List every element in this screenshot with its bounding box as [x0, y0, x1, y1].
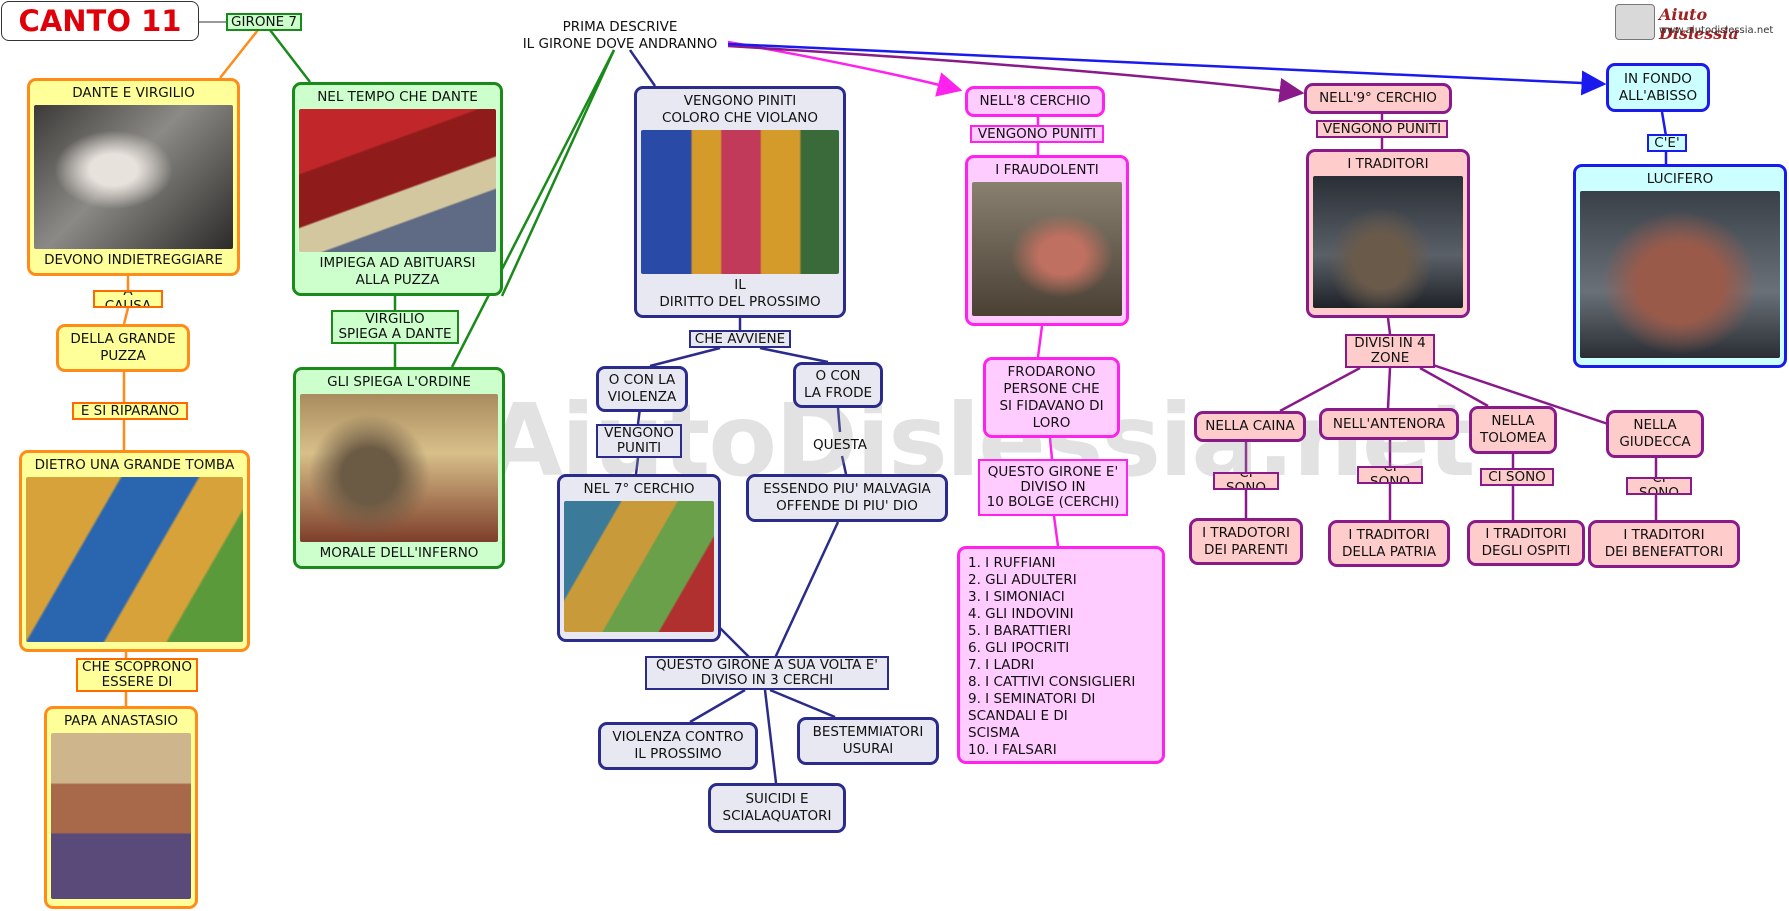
node-tempo: NEL TEMPO CHE DANTE IMPIEGA AD ABITUARSI… — [292, 82, 503, 296]
illustration-tempo — [299, 109, 496, 252]
node-tre-cerchi: QUESTO GIRONE A SUA VOLTA E' DIVISO IN 3… — [645, 656, 889, 690]
illustration-traditori — [1313, 176, 1463, 308]
node-con-frode: O CON LA FRODE — [793, 362, 883, 408]
illustration-anastasio — [51, 733, 191, 899]
node-fondo-abisso: IN FONDO ALL'ABISSO — [1606, 63, 1710, 112]
node-fraudolenti: I FRAUDOLENTI — [965, 155, 1129, 326]
caption: VENGONO PINITI COLORO CHE VIOLANO — [661, 93, 819, 126]
caption: GLI SPIEGA L'ORDINE — [327, 374, 471, 390]
list-item: 4. GLI INDOVINI — [968, 606, 1074, 622]
illustration-violano — [641, 130, 839, 274]
node-ci-sono: CI SONO — [1626, 477, 1692, 495]
node-trad-benefattori: I TRADITORI DEI BENEFATTORI — [1588, 520, 1740, 568]
node-vengono-puniti-7: VENGONO PUNITI — [596, 424, 682, 458]
list-item: 7. I LADRI — [968, 657, 1035, 673]
caption: IL DIRITTO DEL PROSSIMO — [659, 277, 821, 310]
node-virgilio-spiega: VIRGILIO SPIEGA A DANTE — [331, 310, 459, 344]
node-che-avviene: CHE AVVIENE — [689, 330, 791, 348]
node-questa: QUESTA — [812, 436, 868, 453]
bolge-list: 1. I RUFFIANI 2. GLI ADULTERI 3. I SIMON… — [957, 546, 1165, 764]
node-girone7: GIRONE 7 — [226, 13, 302, 31]
caption: PAPA ANASTASIO — [63, 713, 179, 729]
illustration-dante-virgilio — [34, 105, 233, 249]
node-malvagia: ESSENDO PIU' MALVAGIA OFFENDE DI PIU' DI… — [746, 474, 948, 522]
node-antenora: NELL'ANTENORA — [1319, 408, 1459, 440]
node-con-violenza: O CON LA VIOLENZA — [596, 366, 688, 412]
node-a-causa: A CAUSA — [93, 290, 163, 308]
node-scoprono: CHE SCOPRONO ESSERE DI — [76, 658, 198, 692]
caption: I TRADITORI — [1347, 156, 1429, 172]
node-nono: NELL'9° CERCHIO — [1304, 83, 1452, 114]
list-item: 3. I SIMONIACI — [968, 589, 1065, 605]
node-frodarono: FRODARONO PERSONE CHE SI FIDAVANO DI LOR… — [983, 357, 1120, 438]
node-settimo: NEL 7° CERCHIO — [557, 474, 721, 642]
logo-badge — [1615, 4, 1655, 40]
caption: IMPIEGA AD ABITUARSI ALLA PUZZA — [319, 255, 476, 288]
node-grande-puzza: DELLA GRANDE PUZZA — [56, 324, 190, 372]
node-bestemmiatori: BESTEMMIATORI USURAI — [797, 717, 939, 765]
node-violano: VENGONO PINITI COLORO CHE VIOLANO IL DIR… — [634, 86, 846, 318]
list-item: 9. I SEMINATORI DI SCANDALI E DI SCISMA — [968, 691, 1096, 741]
list-item: 10. I FALSARI — [968, 742, 1057, 758]
node-ordine: GLI SPIEGA L'ORDINE MORALE DELL'INFERNO — [293, 367, 505, 569]
node-anastasio: PAPA ANASTASIO — [44, 706, 198, 909]
node-ci-sono: CI SONO — [1480, 468, 1554, 486]
caption: DEVONO INDIETREGGIARE — [44, 252, 223, 268]
node-trad-patria: I TRADITORI DELLA PATRIA — [1328, 520, 1450, 567]
node-trad-parenti: I TRADOTORI DEI PARENTI — [1189, 518, 1303, 565]
caption: DIETRO UNA GRANDE TOMBA — [34, 457, 235, 473]
logo-brand: Aiuto Dislessia — [1659, 5, 1739, 43]
caption: DANTE E VIRGILIO — [72, 85, 195, 101]
list-item: 8. I CATTIVI CONSIGLIERI — [968, 674, 1136, 690]
illustration-fraudolenti — [972, 182, 1122, 316]
node-dante-virgilio: DANTE E VIRGILIO DEVONO INDIETREGGIARE — [27, 78, 240, 276]
node-vengono-puniti-9: VENGONO PUNITI — [1316, 120, 1448, 138]
list-item: 6. GLI IPOCRITI — [968, 640, 1070, 656]
caption: LUCIFERO — [1646, 171, 1714, 187]
node-bolge: QUESTO GIRONE E' DIVISO IN 10 BOLGE (CER… — [978, 459, 1128, 516]
node-violenza-prossimo: VIOLENZA CONTRO IL PROSSIMO — [598, 722, 758, 770]
logo: Aiuto Dislessia www.aiutodislessia.net — [1615, 4, 1785, 43]
node-traditori: I TRADITORI — [1306, 149, 1470, 318]
node-vengono-puniti-8: VENGONO PUNITI — [970, 125, 1104, 143]
node-trad-ospiti: I TRADITORI DEGLI OSPITI — [1467, 520, 1585, 566]
node-prima-descrive: PRIMA DESCRIVE IL GIRONE DOVE ANDRANNO — [522, 19, 718, 52]
node-ci-sono: CI SONO — [1213, 472, 1279, 490]
node-ci-sono: CI SONO — [1357, 466, 1423, 484]
node-ce: C'E' — [1647, 134, 1687, 152]
node-giudecca: NELLA GIUDECCA — [1606, 410, 1704, 458]
node-si-riparano: E SI RIPARANO — [72, 402, 188, 420]
node-tolomea: NELLA TOLOMEA — [1469, 406, 1557, 454]
list-item: 5. I BARATTIERI — [968, 623, 1072, 639]
list-item: 1. I RUFFIANI — [968, 555, 1056, 571]
node-ottavo: NELL'8 CERCHIO — [965, 86, 1105, 117]
node-suicidi: SUICIDI E SCIALAQUATORI — [708, 783, 846, 833]
illustration-ordine — [300, 394, 498, 542]
list-item: 2. GLI ADULTERI — [968, 572, 1077, 588]
page-title: CANTO 11 — [1, 1, 199, 41]
caption: I FRAUDOLENTI — [995, 162, 1099, 178]
logo-url: www.aiutodislessia.net — [1659, 25, 1774, 36]
node-caina: NELLA CAINA — [1194, 411, 1306, 442]
caption: MORALE DELL'INFERNO — [319, 545, 479, 561]
node-divisi-zone: DIVISI IN 4 ZONE — [1345, 334, 1435, 368]
node-lucifero: LUCIFERO — [1573, 164, 1787, 368]
illustration-tomba — [26, 477, 243, 642]
caption: NEL 7° CERCHIO — [583, 481, 695, 497]
caption: NEL TEMPO CHE DANTE — [317, 89, 478, 105]
illustration-settimo — [564, 501, 714, 632]
illustration-lucifero — [1580, 191, 1780, 358]
node-tomba: DIETRO UNA GRANDE TOMBA — [19, 450, 250, 652]
